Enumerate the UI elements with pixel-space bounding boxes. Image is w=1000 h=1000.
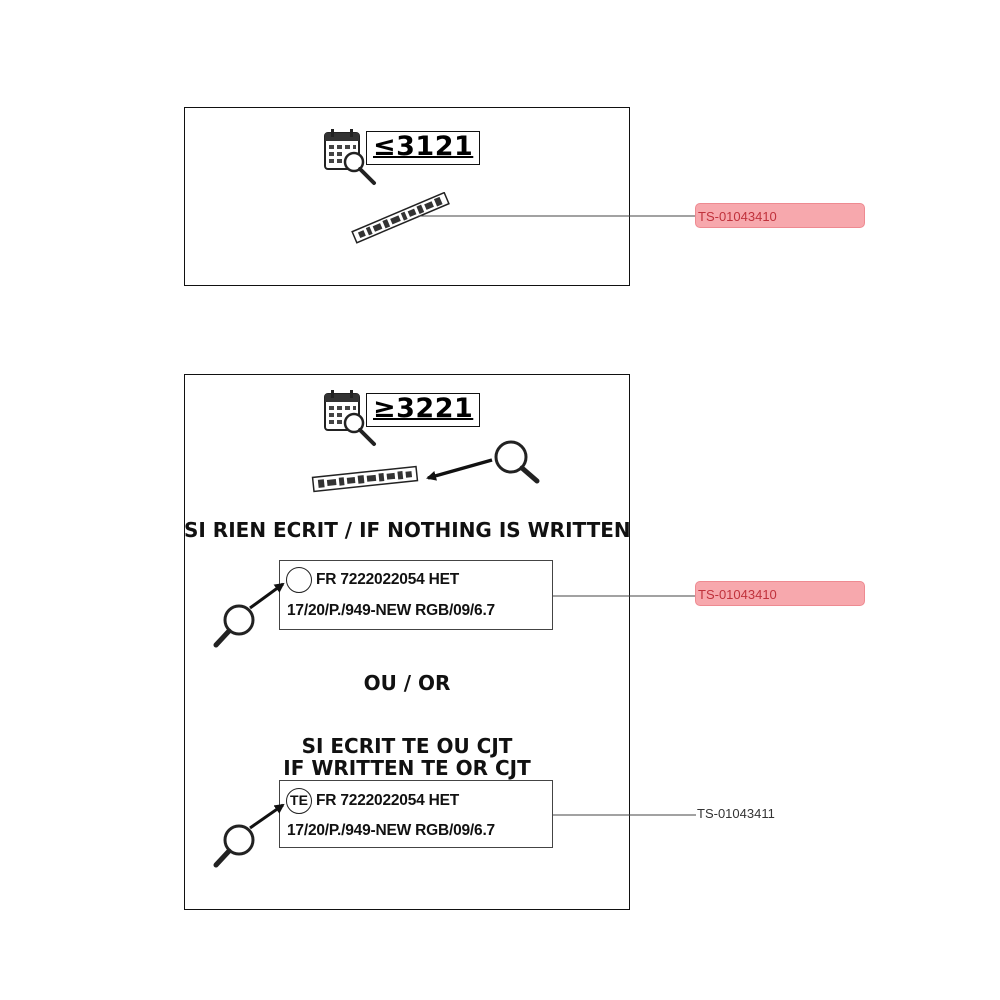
marking-circle-1 — [286, 567, 312, 593]
marking-2-line1: FR 7222022054 HET — [316, 792, 460, 809]
label-strip-icon — [311, 465, 419, 493]
date-condition-top: ≤3121 — [366, 131, 481, 165]
date-condition-bottom: ≥3221 — [366, 393, 481, 427]
heading-if-written-en: IF WRITTEN TE OR CJT — [283, 756, 531, 780]
calendar-magnifier-icon — [324, 390, 376, 446]
marking-1-line1: FR 7222022054 HET — [316, 571, 460, 588]
or-text: OU / OR — [363, 671, 451, 695]
marking-circle-2: TE — [286, 788, 312, 814]
callout-ref-marking-2[interactable]: TS-01043411 — [697, 806, 775, 821]
arrow-icon — [426, 458, 493, 481]
marking-box-2 — [279, 780, 553, 848]
magnifier-icon — [213, 604, 255, 648]
calendar-magnifier-icon — [324, 129, 376, 185]
callout-ref-marking-1[interactable]: TS-01043410 — [695, 581, 865, 606]
arrow-icon — [249, 803, 285, 830]
heading-if-written-fr: SI ECRIT TE OU CJT — [301, 734, 513, 758]
marking-2-line2: 17/20/P./949-NEW RGB/09/6.7 — [287, 822, 495, 839]
marking-box-1 — [279, 560, 553, 630]
arrow-icon — [249, 582, 285, 610]
magnifier-icon — [494, 440, 540, 484]
marking-1-line2: 17/20/P./949-NEW RGB/09/6.7 — [287, 602, 495, 619]
callout-ref-top[interactable]: TS-01043410 — [695, 203, 865, 228]
label-strip-icon — [351, 192, 450, 244]
heading-if-nothing-written: SI RIEN ECRIT / IF NOTHING IS WRITTEN — [184, 518, 631, 542]
magnifier-icon — [213, 824, 255, 868]
